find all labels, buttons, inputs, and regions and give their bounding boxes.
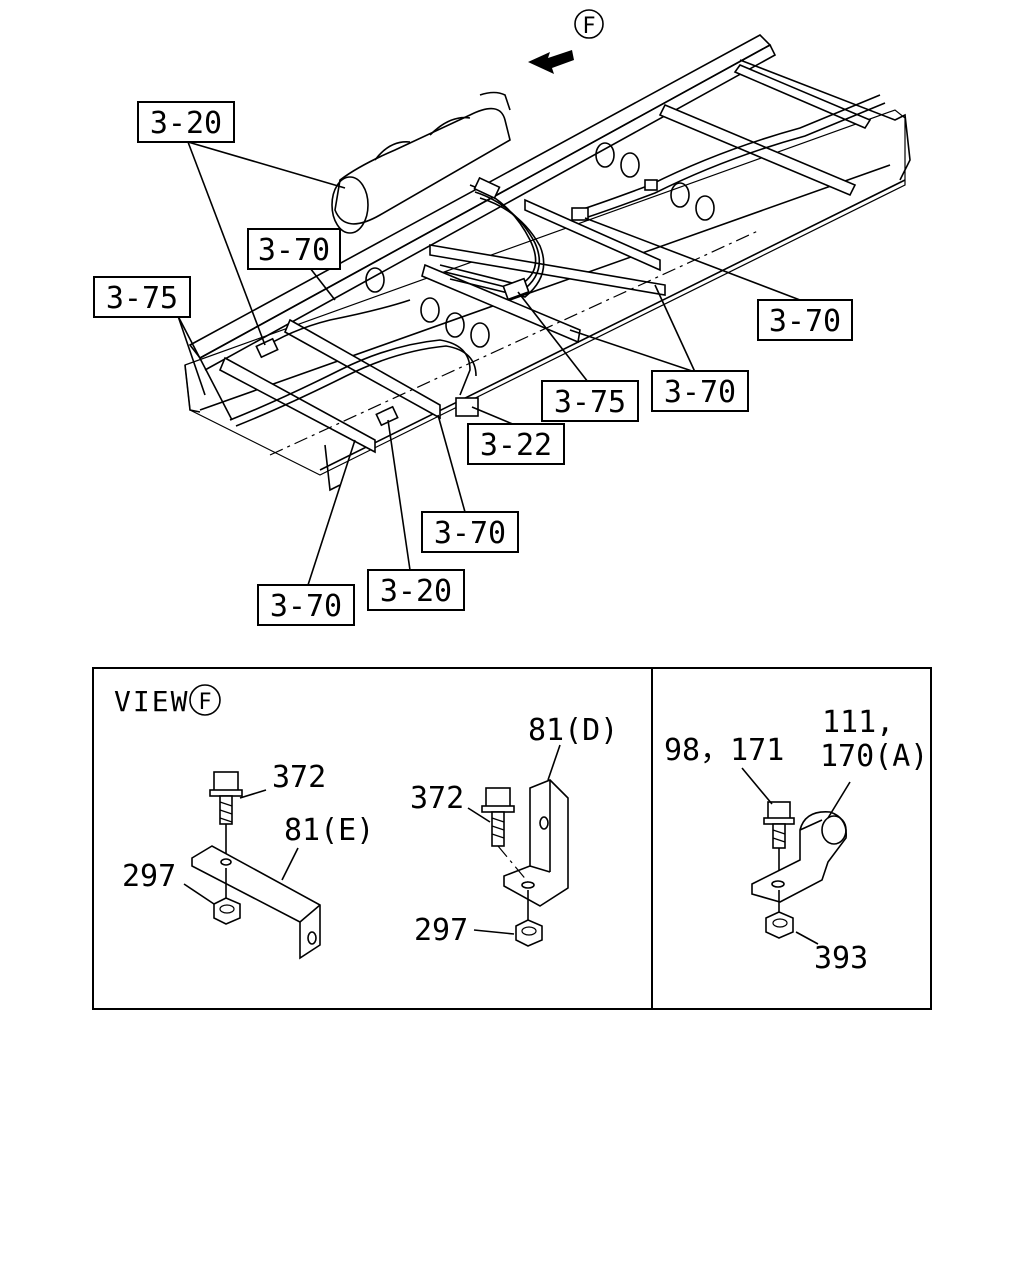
callout-3-70-lower-text: 3-70 [434, 516, 506, 551]
nut-393-icon [765, 890, 794, 939]
bolt-372-right-icon [481, 787, 529, 883]
callout-leaders [177, 141, 801, 586]
view-letter: F [198, 690, 211, 715]
callout-3-20-bottom: 3-20 [367, 569, 465, 611]
callout-3-22-text: 3-22 [480, 428, 552, 463]
callout-3-70-left: 3-70 [247, 228, 341, 270]
callout-3-20-top: 3-20 [137, 101, 235, 143]
bracket-81d-icon [503, 779, 569, 907]
callout-3-70-right: 3-70 [757, 299, 853, 341]
callout-3-75-mid-text: 3-75 [554, 385, 626, 420]
bolt-372-left-icon [209, 771, 243, 858]
air-tanks [331, 91, 511, 234]
detail-frame [92, 667, 932, 1010]
callout-3-75-mid: 3-75 [541, 380, 639, 422]
nut-297-left-icon [213, 868, 241, 925]
label-clip-170a: 170(A) [820, 739, 928, 774]
leader-297-left [183, 883, 215, 905]
callout-3-70-lower: 3-70 [421, 511, 519, 553]
view-letter-circle [189, 684, 221, 716]
label-bracket-81d: 81(D) [528, 713, 618, 748]
pipe-fittings [255, 176, 658, 427]
label-nut-297-left: 297 [122, 859, 176, 894]
callout-3-22: 3-22 [467, 423, 565, 465]
callout-3-75-left-text: 3-75 [106, 281, 178, 316]
detail-clip-assembly: 98，171 111, 170(A) [664, 705, 928, 976]
callout-3-70-mid: 3-70 [651, 370, 749, 412]
leader-81e [281, 847, 299, 881]
leader-98-171 [741, 767, 773, 805]
frame-holes [365, 142, 715, 348]
bracket-81e-icon [191, 845, 321, 960]
chassis-centerline [269, 229, 761, 456]
callout-3-20-top-text: 3-20 [150, 106, 222, 141]
view-f-marker-letter: F [582, 14, 595, 39]
view-word: VIEW [114, 685, 189, 718]
callout-3-70-bottom: 3-70 [257, 584, 355, 626]
leader-297-right [473, 929, 515, 935]
leader-111-170a [827, 781, 851, 819]
label-bolt-98-171: 98，171 [664, 733, 784, 768]
clip-111-170a-icon [751, 811, 847, 903]
leader-393 [795, 931, 819, 945]
callout-3-75-left: 3-75 [93, 276, 191, 318]
leader-372-left [239, 789, 267, 799]
leader-372-right [467, 807, 491, 823]
label-bracket-81e: 81(E) [284, 813, 374, 848]
label-nut-393: 393 [814, 941, 868, 976]
detail-panels: VIEW F 372 81(E) [92, 667, 932, 1010]
near-frame-rail [184, 109, 906, 492]
callout-3-70-mid-text: 3-70 [664, 375, 736, 410]
callout-3-20-bottom-text: 3-20 [380, 574, 452, 609]
label-bolt-372-left: 372 [272, 760, 326, 795]
view-f-marker: F [528, 9, 604, 74]
bolt-98-171-icon [763, 801, 795, 876]
label-clip-111: 111, [822, 705, 894, 740]
leader-81d [547, 744, 561, 781]
detail-view-f: VIEW F 372 81(E) [114, 684, 618, 960]
view-direction-arrow-icon [528, 50, 574, 74]
callout-3-70-left-text: 3-70 [258, 233, 330, 268]
label-nut-297-right: 297 [414, 913, 468, 948]
callout-3-70-bottom-text: 3-70 [270, 589, 342, 624]
nut-297-right-icon [515, 890, 543, 947]
label-bolt-372-right: 372 [410, 781, 464, 816]
chassis-assembly-drawing: F [93, 9, 911, 626]
callout-3-70-right-text: 3-70 [769, 304, 841, 339]
